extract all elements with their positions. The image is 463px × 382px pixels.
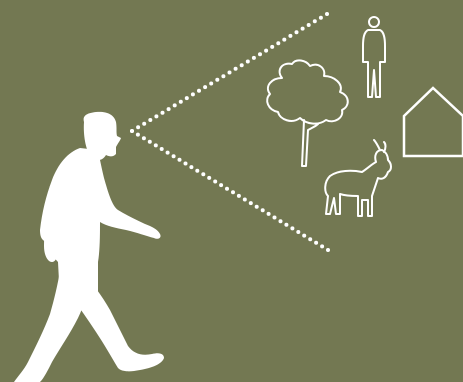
fov-dot [288,34,292,38]
fov-dot [240,63,244,67]
fov-dot [320,244,324,248]
fov-dot [246,60,250,64]
fov-dot [261,208,265,212]
fov-dot [326,248,330,252]
fov-dot [290,226,294,230]
fov-dot [130,129,134,133]
fov-dot [308,237,312,241]
fov-dot [178,158,182,162]
fov-dot [136,125,140,129]
fov-dot [172,154,176,158]
fov-dot [249,201,253,205]
fov-dot [209,82,213,86]
fov-dot [267,212,271,216]
fov-dot [173,103,177,107]
fov-dot [179,100,183,104]
fov-dot [213,180,217,184]
fov-dot [279,219,283,223]
fov-dot [301,27,305,31]
fov-dot [319,16,323,20]
fov-dot [243,198,247,202]
fov-dot [258,52,262,56]
fov-dot [225,187,229,191]
fov-dot [234,67,238,71]
fov-dot [207,176,211,180]
fov-dot [325,12,329,16]
fov-dot [255,205,259,209]
fov-dot [191,92,195,96]
fov-dot [313,19,317,23]
fov-dot [284,223,288,227]
fov-dot [295,30,299,34]
fov-dot [195,169,199,173]
fov-dot [307,23,311,27]
fov-dot [314,241,318,245]
fov-dot [276,41,280,45]
fov-dot [252,56,256,60]
fov-dot [201,172,205,176]
fov-dot [282,38,286,42]
fov-dot [160,147,164,151]
fov-dot [184,162,188,166]
fov-dot [148,140,152,144]
fov-dot [302,234,306,238]
fov-dot [136,133,140,137]
fov-dot [221,74,225,78]
fov-dot [197,89,201,93]
fov-dot [185,96,189,100]
fov-dot [189,165,193,169]
fov-dot [219,183,223,187]
fov-dot [142,122,146,126]
fov-dot [273,216,277,220]
fov-dot [154,143,158,147]
fov-dot [296,230,300,234]
fov-dot [215,78,219,82]
fov-dot [228,71,232,75]
fov-dot [148,118,152,122]
fov-dot [270,45,274,49]
fov-dot [161,111,165,115]
fov-dot [166,151,170,155]
fov-dot [237,194,241,198]
fov-dot [154,114,158,118]
fov-dot [167,107,171,111]
fov-dot [264,49,268,53]
fov-dot [231,190,235,194]
fov-dot [203,85,207,89]
fov-dot [142,136,146,140]
